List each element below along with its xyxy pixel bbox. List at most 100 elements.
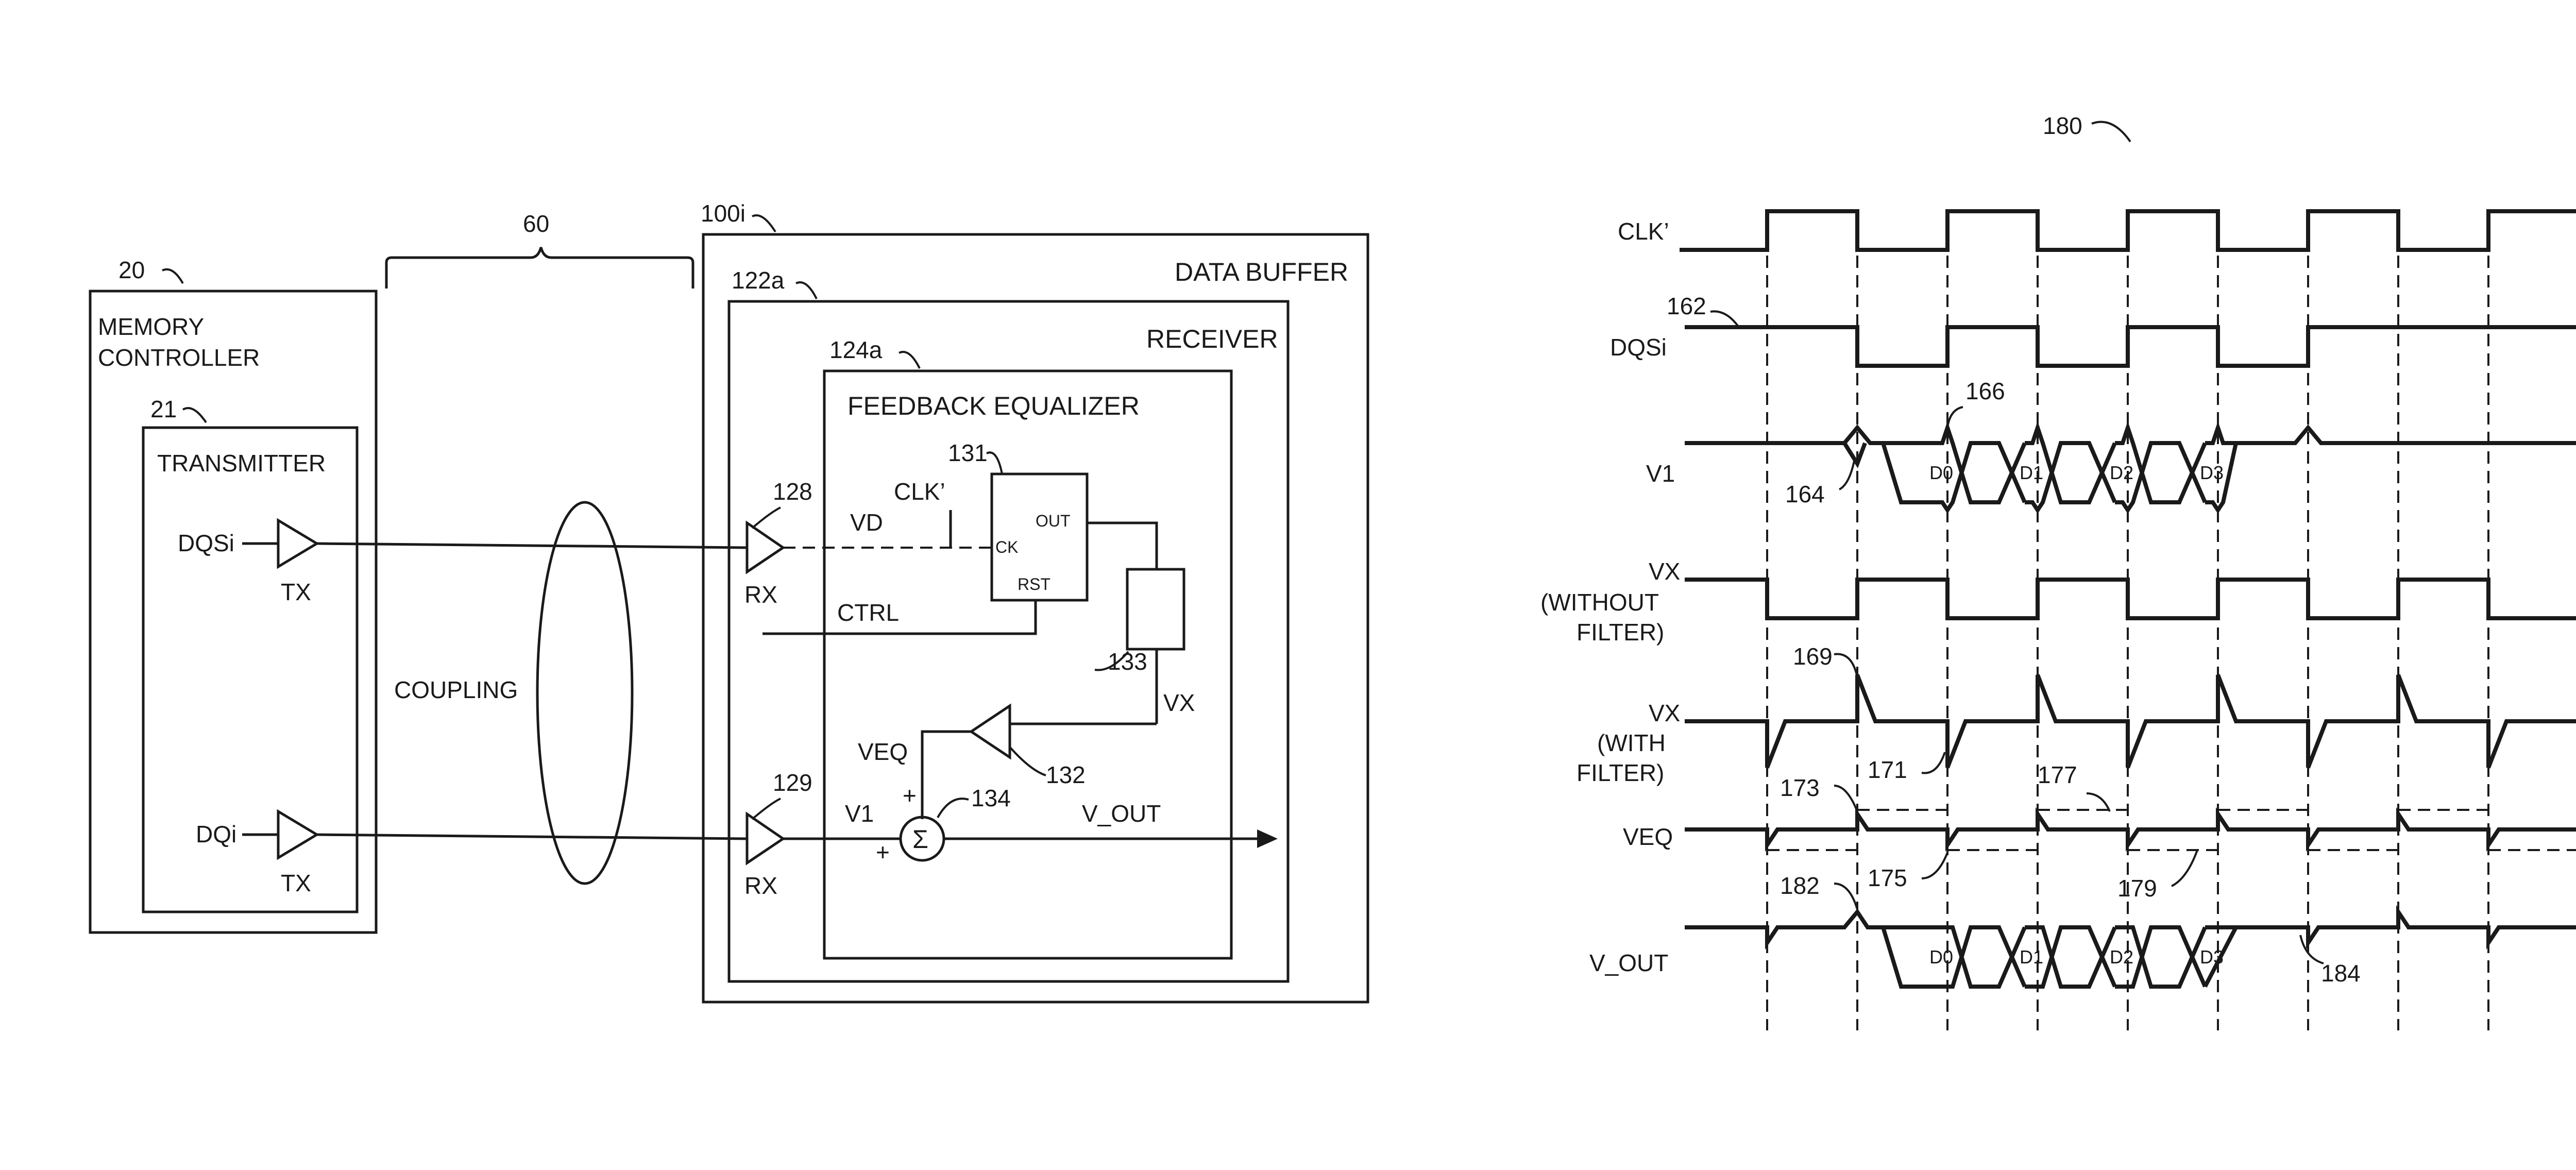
ref-166: 166 — [1965, 378, 2005, 404]
signal-label-v1: V1 — [1646, 460, 1675, 487]
ref-173: 173 — [1780, 774, 1820, 801]
signal-label-vx-nf-3: FILTER) — [1577, 619, 1664, 646]
flip-flop-leader — [987, 452, 1002, 474]
memory-controller-label-2: CONTROLLER — [98, 344, 260, 371]
transmitter-ref: 21 — [150, 396, 177, 422]
ref-164-leader — [1839, 459, 1855, 489]
signal-label-vx-f-3: FILTER) — [1577, 759, 1664, 786]
ff-ck-label: CK — [995, 538, 1018, 556]
vout-d1: D1 — [2020, 946, 2043, 968]
coupling-ellipse — [537, 502, 632, 884]
v1-plus: + — [876, 839, 890, 866]
transmitter-box — [143, 428, 357, 912]
ref-184: 184 — [2321, 960, 2361, 987]
ref-171-leader — [1922, 752, 1945, 773]
dq-channel-wire — [317, 835, 747, 839]
amp-leader — [1010, 747, 1046, 775]
vout-d3: D3 — [2200, 946, 2224, 968]
dqi-label: DQi — [196, 821, 236, 847]
dqi-tx-label: TX — [281, 870, 311, 896]
memory-controller-ref: 20 — [118, 257, 145, 283]
signal-label-vout: V_OUT — [1589, 949, 1668, 976]
ctrl-label: CTRL — [837, 599, 899, 626]
signal-label-vx-nf-1: VX — [1649, 558, 1680, 585]
vx-nofilter-waveform — [1685, 580, 2576, 618]
ref-162-leader — [1710, 311, 1739, 327]
vout-label: V_OUT — [1082, 800, 1161, 827]
veq-label: VEQ — [858, 738, 908, 765]
circuit-diagram: 20 MEMORY CONTROLLER 21 TRANSMITTER DQSi… — [90, 200, 1368, 1002]
timing-diagram: 180 CLK’ DQSi V1 VX (WITHOUT FILTER) VX … — [1540, 112, 2576, 1030]
ref-173-leader — [1834, 786, 1857, 811]
receiver-title: RECEIVER — [1146, 325, 1278, 353]
transmitter-leader — [183, 408, 206, 422]
ref-177-leader — [2087, 793, 2110, 811]
dq-rx-buffer — [747, 814, 783, 863]
dqsi-waveform — [1685, 327, 2576, 366]
signal-label-vx-f-1: VX — [1649, 700, 1680, 726]
ref-169-leader — [1834, 654, 1857, 677]
ref-166-leader — [1947, 407, 1963, 428]
ref-182: 182 — [1780, 872, 1820, 899]
vout-d0: D0 — [1929, 946, 1953, 968]
summer-leader — [938, 799, 969, 818]
veq-waveform — [1685, 814, 2576, 845]
v1-label: V1 — [845, 800, 874, 827]
timing-ref-leader — [2092, 122, 2130, 142]
v1-d1: D1 — [2020, 462, 2043, 483]
v1-d0: D0 — [1929, 462, 1953, 483]
dqs-channel-wire — [317, 544, 747, 548]
ff-rst-label: RST — [1018, 575, 1050, 594]
memory-controller-label-1: MEMORY — [98, 313, 204, 340]
channel-ref: 60 — [523, 210, 549, 237]
dqsi-label: DQSi — [178, 530, 234, 556]
signal-label-dqsi: DQSi — [1610, 334, 1667, 361]
summer-sigma: Σ — [912, 825, 928, 854]
receiver-ref: 122a — [732, 267, 785, 294]
vout-arrow — [1257, 829, 1278, 848]
dqsi-tx-buffer — [278, 520, 317, 567]
ref-162: 162 — [1667, 293, 1706, 319]
signal-label-vx-f-2: (WITH — [1597, 730, 1666, 756]
ref-175-leader — [1922, 853, 1947, 878]
ref-164: 164 — [1785, 481, 1825, 507]
signal-label-clk: CLK’ — [1618, 218, 1669, 245]
dqsi-tx-label: TX — [281, 579, 311, 605]
vx-label: VX — [1163, 689, 1195, 716]
coupling-label: COUPLING — [394, 676, 518, 703]
amp-ref: 132 — [1046, 761, 1086, 788]
signal-label-veq: VEQ — [1623, 823, 1673, 850]
rx128-ref: 128 — [773, 478, 812, 505]
vout-d2: D2 — [2110, 946, 2133, 968]
dq-rx-label: RX — [744, 872, 777, 899]
summer-ref: 134 — [971, 785, 1011, 811]
data-buffer-leader — [752, 215, 775, 232]
receiver-leader — [796, 282, 817, 299]
filter-box — [1127, 569, 1184, 649]
data-buffer-ref: 100i — [701, 200, 745, 227]
ref-177: 177 — [2038, 761, 2077, 788]
ff-out-wire — [1087, 523, 1157, 569]
rx129-ref: 129 — [773, 769, 812, 796]
ref-169: 169 — [1793, 643, 1833, 670]
flip-flop-ref: 131 — [948, 439, 988, 466]
ref-175: 175 — [1868, 864, 1907, 891]
transmitter-title: TRANSMITTER — [157, 450, 326, 477]
data-buffer-title: DATA BUFFER — [1175, 258, 1348, 286]
dqi-tx-buffer — [278, 811, 317, 858]
veq-plus: + — [903, 782, 917, 809]
clk-waveform — [1680, 211, 2576, 250]
signal-label-vx-nf-2: (WITHOUT — [1540, 589, 1659, 616]
dqs-rx-buffer — [747, 523, 783, 572]
ref-171: 171 — [1868, 756, 1907, 783]
ref-182-leader — [1834, 884, 1857, 909]
feedback-equalizer-title: FEEDBACK EQUALIZER — [848, 392, 1140, 420]
v1-d3: D3 — [2200, 462, 2224, 483]
feedback-amplifier — [971, 706, 1010, 757]
clk-label: CLK’ — [894, 478, 945, 505]
timing-gridlines — [1767, 216, 2576, 1030]
channel-brace — [386, 247, 693, 289]
ref-179-leader — [2172, 850, 2197, 886]
dqs-rx-label: RX — [744, 581, 777, 608]
